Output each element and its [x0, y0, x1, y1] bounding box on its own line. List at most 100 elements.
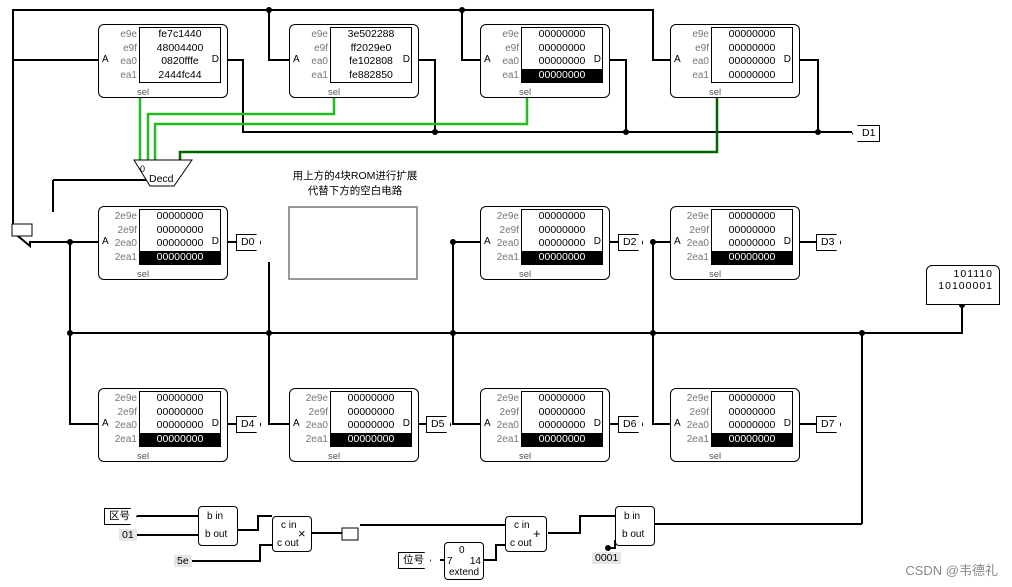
adder[interactable]: c in + c out [505, 516, 547, 552]
tunnel-d1[interactable]: D1 [852, 125, 881, 142]
pin-a-label: A [293, 418, 300, 429]
pin-a-label: A [102, 54, 109, 65]
pin-d-label: D [593, 54, 601, 65]
sel-label: sel [709, 87, 722, 98]
input-quhao[interactable]: 区号 [104, 508, 137, 525]
pin-a-label: A [674, 418, 681, 429]
bin-label: b in [624, 511, 641, 522]
tunnel-d4[interactable]: D4 [236, 416, 262, 433]
tunnel-d5[interactable]: D5 [426, 416, 452, 433]
tunnel-d7[interactable]: D7 [816, 416, 842, 433]
watermark: CSDN @韦德礼 [905, 563, 998, 578]
sel-label: sel [709, 451, 722, 462]
pin-d-label: D [211, 54, 219, 65]
input-weihao[interactable]: 位号 [398, 552, 431, 569]
pin-d-label: D [593, 418, 601, 429]
sel-label: sel [328, 451, 341, 462]
tunnel-d3[interactable]: D3 [816, 234, 842, 251]
pin-d-label: D [402, 418, 410, 429]
pin-d-label: D [783, 418, 791, 429]
pin-a-label: A [484, 54, 491, 65]
constant-01: 01 [119, 529, 137, 541]
tunnel-d0[interactable]: D0 [236, 234, 262, 251]
pin-a-label: A [293, 54, 300, 65]
pin-d-label: D [211, 418, 219, 429]
pin-a-label: A [102, 418, 109, 429]
pin-d-label: D [783, 54, 791, 65]
tunnel-d2[interactable]: D2 [618, 234, 644, 251]
pin-d-label: D [593, 236, 601, 247]
cout-label: c out [277, 538, 299, 549]
pin-a-label: A [484, 418, 491, 429]
bout-label: b out [205, 529, 228, 540]
pin-d-label: D [783, 236, 791, 247]
bin-label: b in [207, 511, 224, 522]
sel-label: sel [519, 451, 532, 462]
sel-label: sel [137, 87, 150, 98]
pin-d-label: D [211, 236, 219, 247]
constant-0001: 0001 [592, 552, 622, 564]
sel-label: sel [328, 87, 341, 98]
bout-label: b out [622, 529, 645, 540]
pin-a-label: A [674, 236, 681, 247]
extend-out: 14 [469, 556, 481, 567]
subtractor-2[interactable]: b in b out [615, 506, 655, 546]
decoder-label[interactable]: Decd [149, 173, 174, 185]
subtractor-1[interactable]: b in b out [198, 506, 238, 546]
tunnel-d6[interactable]: D6 [618, 416, 644, 433]
note-text: 用上方的4块ROM进行扩展代替下方的空白电路 [292, 170, 418, 197]
extend-zero: 0 [459, 545, 465, 556]
empty-circuit-box [288, 206, 418, 280]
bit-extender[interactable]: 0 7 14 extend [444, 542, 484, 580]
extend-label: extend [448, 567, 480, 578]
sel-label: sel [137, 269, 150, 280]
plus-icon: + [533, 526, 541, 541]
sel-label: sel [137, 451, 150, 462]
cin-label: c in [514, 520, 530, 531]
multiplier[interactable]: c in × c out [272, 516, 312, 552]
decoder-zero-label: 0 [140, 164, 146, 174]
pin-d-label: D [402, 54, 410, 65]
sel-label: sel [519, 269, 532, 280]
constant-5e: 5e [174, 555, 192, 567]
cin-label: c in [281, 520, 297, 531]
extend-in: 7 [447, 556, 453, 567]
sel-label: sel [519, 87, 532, 98]
sel-label: sel [709, 269, 722, 280]
cout-label: c out [510, 538, 532, 549]
